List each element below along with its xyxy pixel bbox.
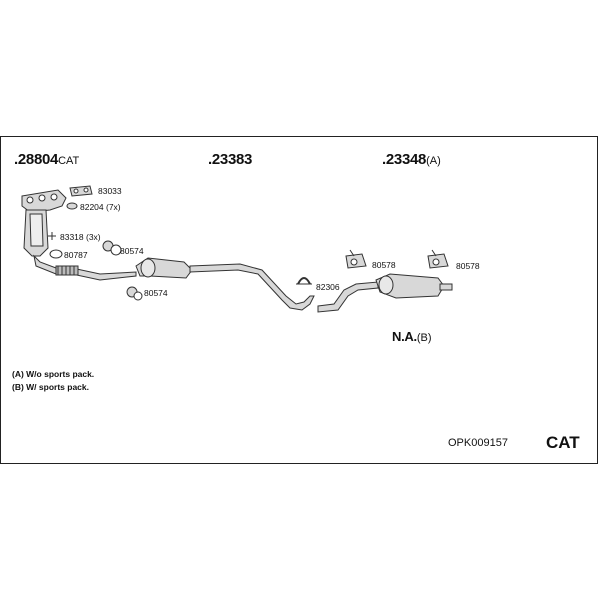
clamp-82306-icon — [296, 277, 312, 285]
cat-label: CAT — [546, 433, 580, 452]
callout-80787: 80787 — [64, 250, 88, 260]
callout-82204: 82204 (7x) — [80, 202, 121, 212]
callout-80578-left: 80578 — [372, 260, 396, 270]
diagram-code: OPK009157 — [448, 437, 508, 449]
callout-80578-right: 80578 — [456, 261, 480, 271]
callout-83318: 83318 (3x) — [60, 232, 101, 242]
na-label: N.A.(B) — [392, 329, 432, 344]
diagram-frame — [0, 136, 598, 464]
gasket-82204-icon — [66, 202, 78, 210]
callout-80574-lower: 80574 — [144, 288, 168, 298]
center-muffler — [135, 257, 193, 279]
rear-muffler — [375, 273, 453, 299]
callout-80574-upper: 80574 — [120, 246, 144, 256]
part-number-23348: .23348(A) — [382, 151, 441, 168]
clamp-83033-icon — [69, 185, 93, 197]
exhaust-manifold — [21, 189, 67, 213]
stud-83318-icon — [48, 232, 56, 240]
front-pipe — [33, 254, 137, 281]
rubber-mount-80574a-icon — [102, 240, 122, 256]
part-number-28804: .28804CAT — [14, 151, 80, 168]
rubber-mount-80574b-icon — [126, 286, 143, 301]
note-b: (B) W/ sports pack. — [12, 382, 89, 392]
catalytic-converter — [23, 209, 49, 257]
hanger-80578b-icon — [427, 249, 449, 269]
gasket-80787-icon — [49, 249, 63, 259]
middle-pipe — [189, 263, 315, 311]
callout-83033: 83033 — [98, 186, 122, 196]
hanger-80578a-icon — [345, 249, 367, 269]
callout-82306: 82306 — [316, 282, 340, 292]
note-a: (A) W/o sports pack. — [12, 369, 95, 379]
part-number-23383: .23383 — [208, 151, 253, 168]
rear-pipe — [317, 281, 379, 313]
